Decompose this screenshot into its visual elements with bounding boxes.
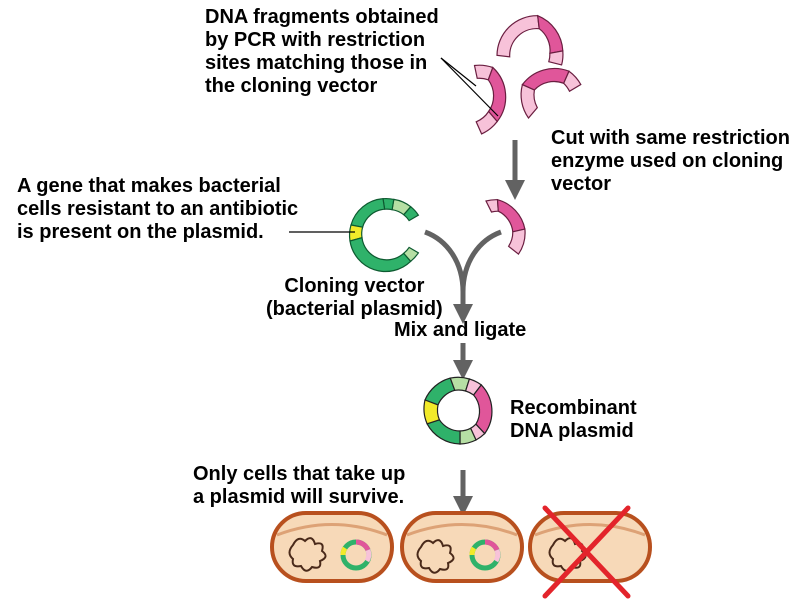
pcr-fragments-label: DNA fragments obtained by PCR with restr… (205, 6, 439, 98)
recombinant-plasmid (423, 376, 493, 445)
bacterial-chromosome (416, 539, 455, 574)
pcr-fragment-right (520, 67, 582, 119)
pcr-fragments-line-1: DNA fragments obtained (205, 6, 439, 28)
cloning-vector-plasmid (348, 197, 420, 273)
survival-label: Only cells that take up a plasmid will s… (193, 463, 405, 509)
survival-line-1: Only cells that take up (193, 463, 406, 485)
bacterial-chromosome (288, 537, 327, 572)
pcr-leader-lines (440, 57, 499, 117)
pcr-fragments-line-4: the cloning vector (205, 75, 378, 97)
cloning-vector-line-2: (bacterial plasmid) (266, 298, 443, 320)
merge-arrows (424, 229, 502, 324)
recombinant-line-2: DNA plasmid (510, 420, 634, 442)
pcr-fragment-left (473, 64, 507, 135)
mix-ligate-label: Mix and ligate (394, 319, 527, 341)
bacterial-cell-1 (270, 511, 394, 583)
cut-fragment (485, 198, 526, 255)
cloning-vector-label: Cloning vector (bacterial plasmid) (266, 275, 443, 321)
bacterial-cell-3-dead (528, 505, 652, 599)
resistance-gene-line-3: is present on the plasmid. (17, 221, 264, 243)
resistance-gene-line-1: A gene that makes bacterial (17, 175, 281, 197)
survival-line-2: a plasmid will survive. (193, 486, 405, 508)
pcr-fragments-line-3: sites matching those in (205, 52, 428, 74)
cut-step-line-3: vector (551, 173, 612, 195)
cut-step-label: Cut with same restriction enzyme used on… (551, 127, 790, 196)
resistance-gene-label: A gene that makes bacterial cells resist… (17, 175, 298, 244)
pcr-fragment-top (496, 14, 564, 66)
recombinant-label: Recombinant DNA plasmid (510, 397, 637, 443)
bacterial-cell-2 (400, 511, 524, 583)
cloning-vector-line-1: Cloning vector (284, 275, 425, 297)
cut-step-line-1: Cut with same restriction (551, 127, 790, 149)
resistance-gene-line-2: cells resistant to an antibiotic (17, 198, 299, 220)
cross-mark (542, 505, 631, 599)
pcr-fragments-line-2: by PCR with restriction (205, 29, 426, 51)
recombinant-line-1: Recombinant (510, 397, 637, 419)
cut-step-line-2: enzyme used on cloning (551, 150, 784, 172)
